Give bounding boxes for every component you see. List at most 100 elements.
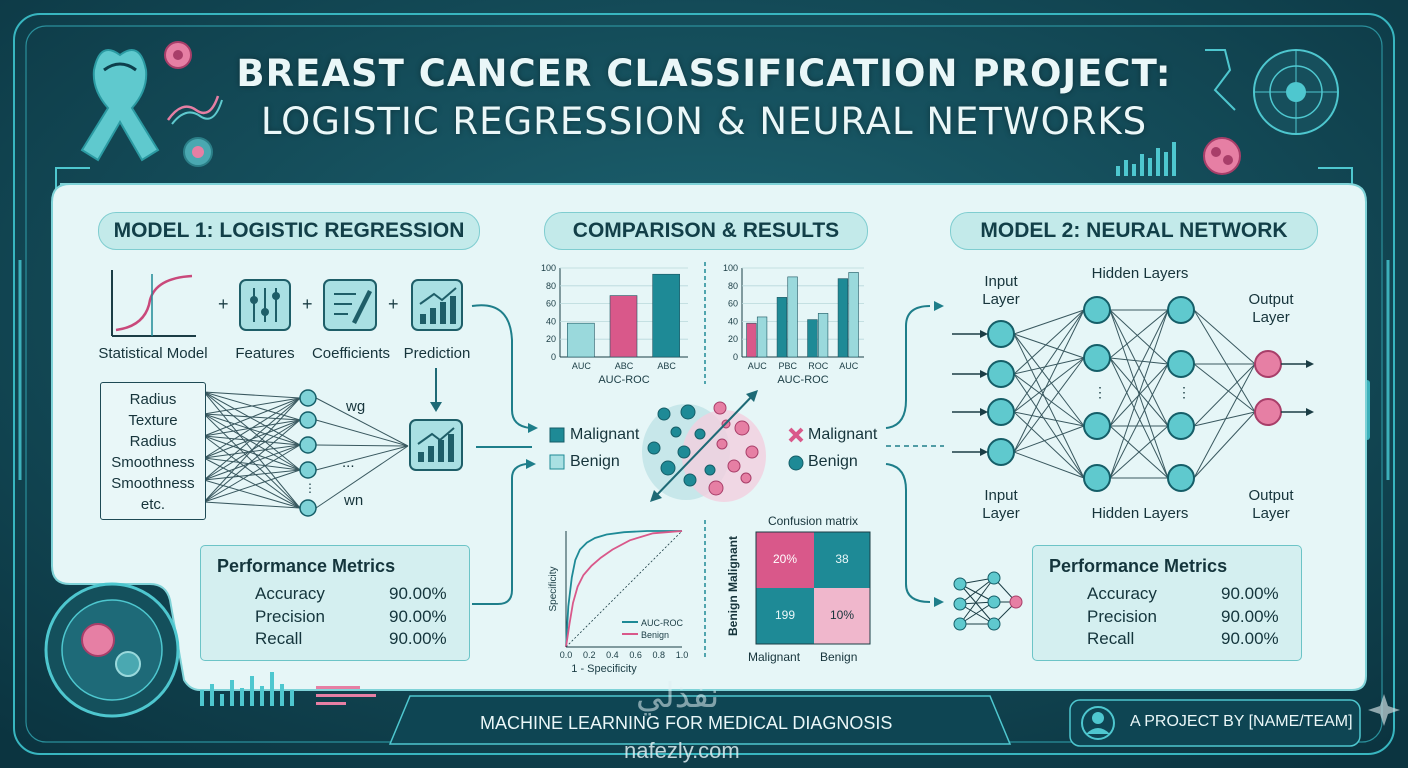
connection-line xyxy=(1193,411,1256,427)
metric-label: Accuracy xyxy=(1087,584,1157,603)
connection-line xyxy=(203,444,301,459)
arrow-head xyxy=(980,408,988,416)
y-tick-label: 60 xyxy=(728,299,738,309)
legend-malignant: Malignant xyxy=(570,426,640,443)
network-node xyxy=(987,398,1015,426)
legend-benign: Benign xyxy=(570,453,620,470)
output-node xyxy=(1254,398,1282,426)
step-label-prediction: Prediction xyxy=(403,345,471,362)
arrow-head xyxy=(980,370,988,378)
network-node xyxy=(1167,296,1195,324)
connection-line xyxy=(1109,309,1169,427)
connection-line xyxy=(315,397,409,447)
connection-line xyxy=(203,469,301,481)
network-node xyxy=(987,438,1015,466)
network-node xyxy=(299,499,317,517)
x-tick-label: ROC xyxy=(808,361,829,371)
feature-item: Radius xyxy=(129,433,177,450)
connection-line xyxy=(1013,357,1085,413)
connection-line xyxy=(1013,373,1085,479)
connection-line xyxy=(1013,357,1085,453)
connection-line xyxy=(1109,309,1169,365)
legend-label: AUC-ROC xyxy=(641,618,683,628)
step-label-coefficients: Coefficients xyxy=(311,345,391,362)
y-tick-label: 100 xyxy=(723,263,738,273)
connection-line xyxy=(203,444,301,481)
metrics-heading: Performance Metrics xyxy=(217,556,396,576)
document-edit-icon xyxy=(323,279,377,331)
output-node xyxy=(1254,350,1282,378)
connection-line xyxy=(1109,357,1169,365)
network-node xyxy=(1167,350,1195,378)
connection-line xyxy=(203,397,301,437)
legend-label: Benign xyxy=(641,630,669,640)
metric-value: 90.00% xyxy=(389,584,447,603)
arrow-head xyxy=(1306,360,1314,368)
connection-line xyxy=(203,435,301,471)
connection-line xyxy=(1013,333,1085,359)
connection-line xyxy=(1109,363,1169,479)
connection-line xyxy=(1193,309,1256,413)
metric-label: Recall xyxy=(255,629,303,648)
connection-line xyxy=(203,397,301,459)
ellipsis-vertical: ⋮ xyxy=(304,481,316,495)
arrow-head xyxy=(980,330,988,338)
network-node xyxy=(299,389,317,407)
bar xyxy=(652,273,680,358)
y-tick-label: 80 xyxy=(728,281,738,291)
weight-first-label: wg xyxy=(346,398,366,415)
roc-line xyxy=(565,530,682,648)
step-label-features: Features xyxy=(235,345,295,362)
y-tick-label: 20 xyxy=(546,334,556,344)
bar xyxy=(807,319,818,358)
mini-network-icon xyxy=(953,571,1023,631)
input-layer-label-bottom: Input Layer xyxy=(982,487,1020,522)
feature-item: etc. xyxy=(140,496,166,513)
metric-value: 90.00% xyxy=(389,607,447,626)
x-tick-label: ABC xyxy=(657,361,676,371)
connection-line xyxy=(1013,411,1085,427)
network-node xyxy=(299,461,317,479)
connection-line xyxy=(1013,451,1085,479)
connection-line xyxy=(203,501,301,509)
confusion-cell: 20% xyxy=(772,552,798,566)
metric-label: Accuracy xyxy=(255,584,325,603)
model1-heading: MODEL 1: LOGISTIC REGRESSION xyxy=(98,212,480,250)
connection-line xyxy=(1013,333,1085,479)
footer-credit: A PROJECT BY [NAME/TEAM] xyxy=(1130,713,1353,730)
model2-metrics-panel: Performance Metrics Accuracy 90.00% Prec… xyxy=(1032,545,1302,661)
x-axis-label: AUC-ROC xyxy=(777,374,828,386)
connection-line xyxy=(1109,357,1169,479)
roc-line xyxy=(565,530,683,648)
bar xyxy=(567,322,595,358)
bar xyxy=(776,297,788,358)
plus-2: + xyxy=(302,294,313,314)
metric-value: 90.00% xyxy=(389,629,447,648)
ellipsis-label: ... xyxy=(342,454,355,471)
confusion-col-label: Malignant xyxy=(748,650,801,664)
metrics-heading: Performance Metrics xyxy=(1049,556,1228,576)
network-node xyxy=(1083,464,1111,492)
connection-line xyxy=(203,413,301,471)
connection-line xyxy=(1013,425,1085,453)
bar xyxy=(848,272,859,358)
connection-line xyxy=(1013,309,1085,453)
x-tick-label: AUC xyxy=(839,361,859,371)
y-tick-label: 0 xyxy=(733,352,738,362)
confusion-col-label: Benign xyxy=(820,650,858,664)
hidden-layers-label-bottom: Hidden Layers xyxy=(1091,505,1189,522)
connection-line xyxy=(1193,309,1256,365)
y-tick-label: 100 xyxy=(541,263,556,273)
feature-item: Smoothness xyxy=(111,454,195,471)
prediction-icon xyxy=(409,419,463,471)
feature-item: Radius xyxy=(129,391,177,408)
x-tick-label: 0.4 xyxy=(606,650,619,660)
y-tick-label: 40 xyxy=(546,316,556,326)
growth-chart-icon xyxy=(411,279,463,331)
connection-line xyxy=(203,469,301,503)
